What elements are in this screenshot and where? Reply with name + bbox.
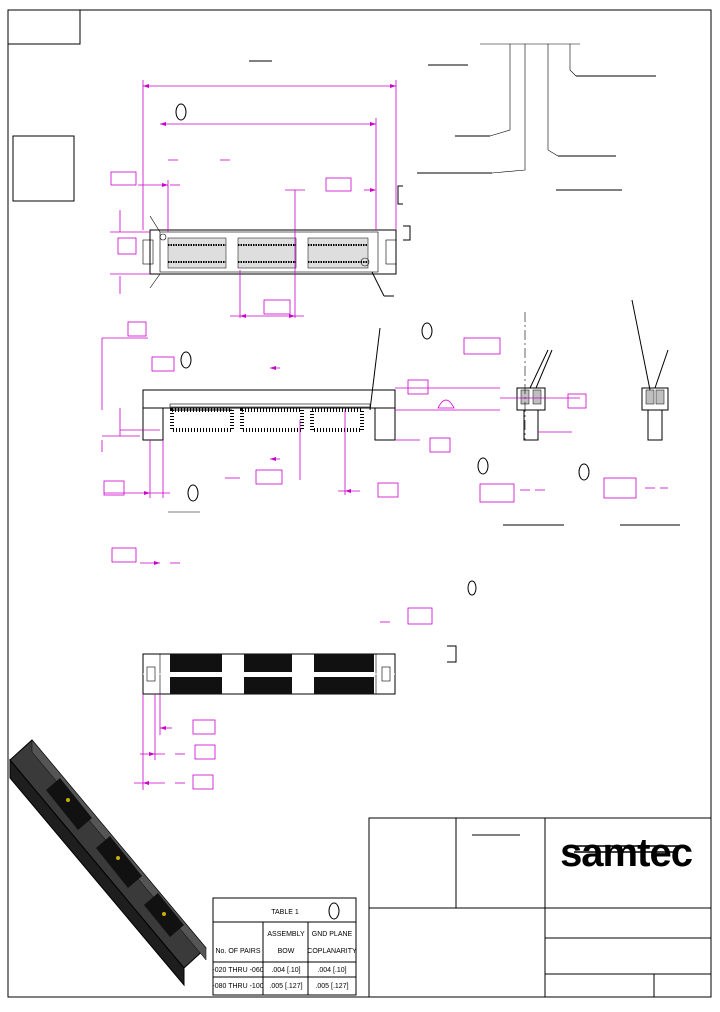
table-row-1-pairs: -020 THRU -060	[212, 967, 263, 974]
table-title: TABLE 1	[271, 909, 299, 916]
front-view-tails	[170, 408, 364, 432]
front-view	[142, 327, 396, 441]
bottom-view-dimensions	[134, 694, 216, 790]
table-row-1-bow: .004 [.10]	[271, 967, 300, 974]
top-view	[142, 229, 397, 275]
title-block: samtec	[368, 817, 712, 998]
misc-callouts	[380, 580, 477, 663]
table-row-2-coplanarity: .005 [.127]	[315, 983, 348, 990]
samtec-logo: samtec	[560, 831, 693, 875]
table-header-bow-line1: ASSEMBLY	[267, 931, 305, 938]
table-row-2-bow: .005 [.127]	[269, 983, 302, 990]
note-box	[12, 135, 75, 202]
top-view-contacts	[167, 237, 369, 269]
table-header-pairs: No. OF PAIRS	[216, 948, 261, 955]
revision-box	[7, 9, 81, 45]
side-view-b	[578, 299, 680, 526]
table-header-gnd-line2: COPLANARITY	[307, 948, 357, 955]
sheet-border	[7, 9, 712, 998]
top-labels	[249, 43, 656, 241]
top-view-dimensions	[110, 80, 397, 318]
table-header-bow-line2: BOW	[278, 948, 295, 955]
table-header-gnd-line1: GND PLANE	[312, 931, 353, 938]
front-view-dimensions	[101, 321, 501, 564]
table-row-1-coplanarity: .004 [.10]	[317, 967, 346, 974]
bottom-view	[142, 653, 396, 695]
side-view-a	[477, 312, 587, 526]
dimension-arrowheads	[143, 84, 396, 785]
isometric-view	[9, 739, 207, 987]
table-row-2-pairs: -080 THRU -100	[212, 983, 263, 990]
table-1: TABLE 1 ASSEMBLY BOW GND PLANE COPLANARI…	[212, 897, 357, 996]
